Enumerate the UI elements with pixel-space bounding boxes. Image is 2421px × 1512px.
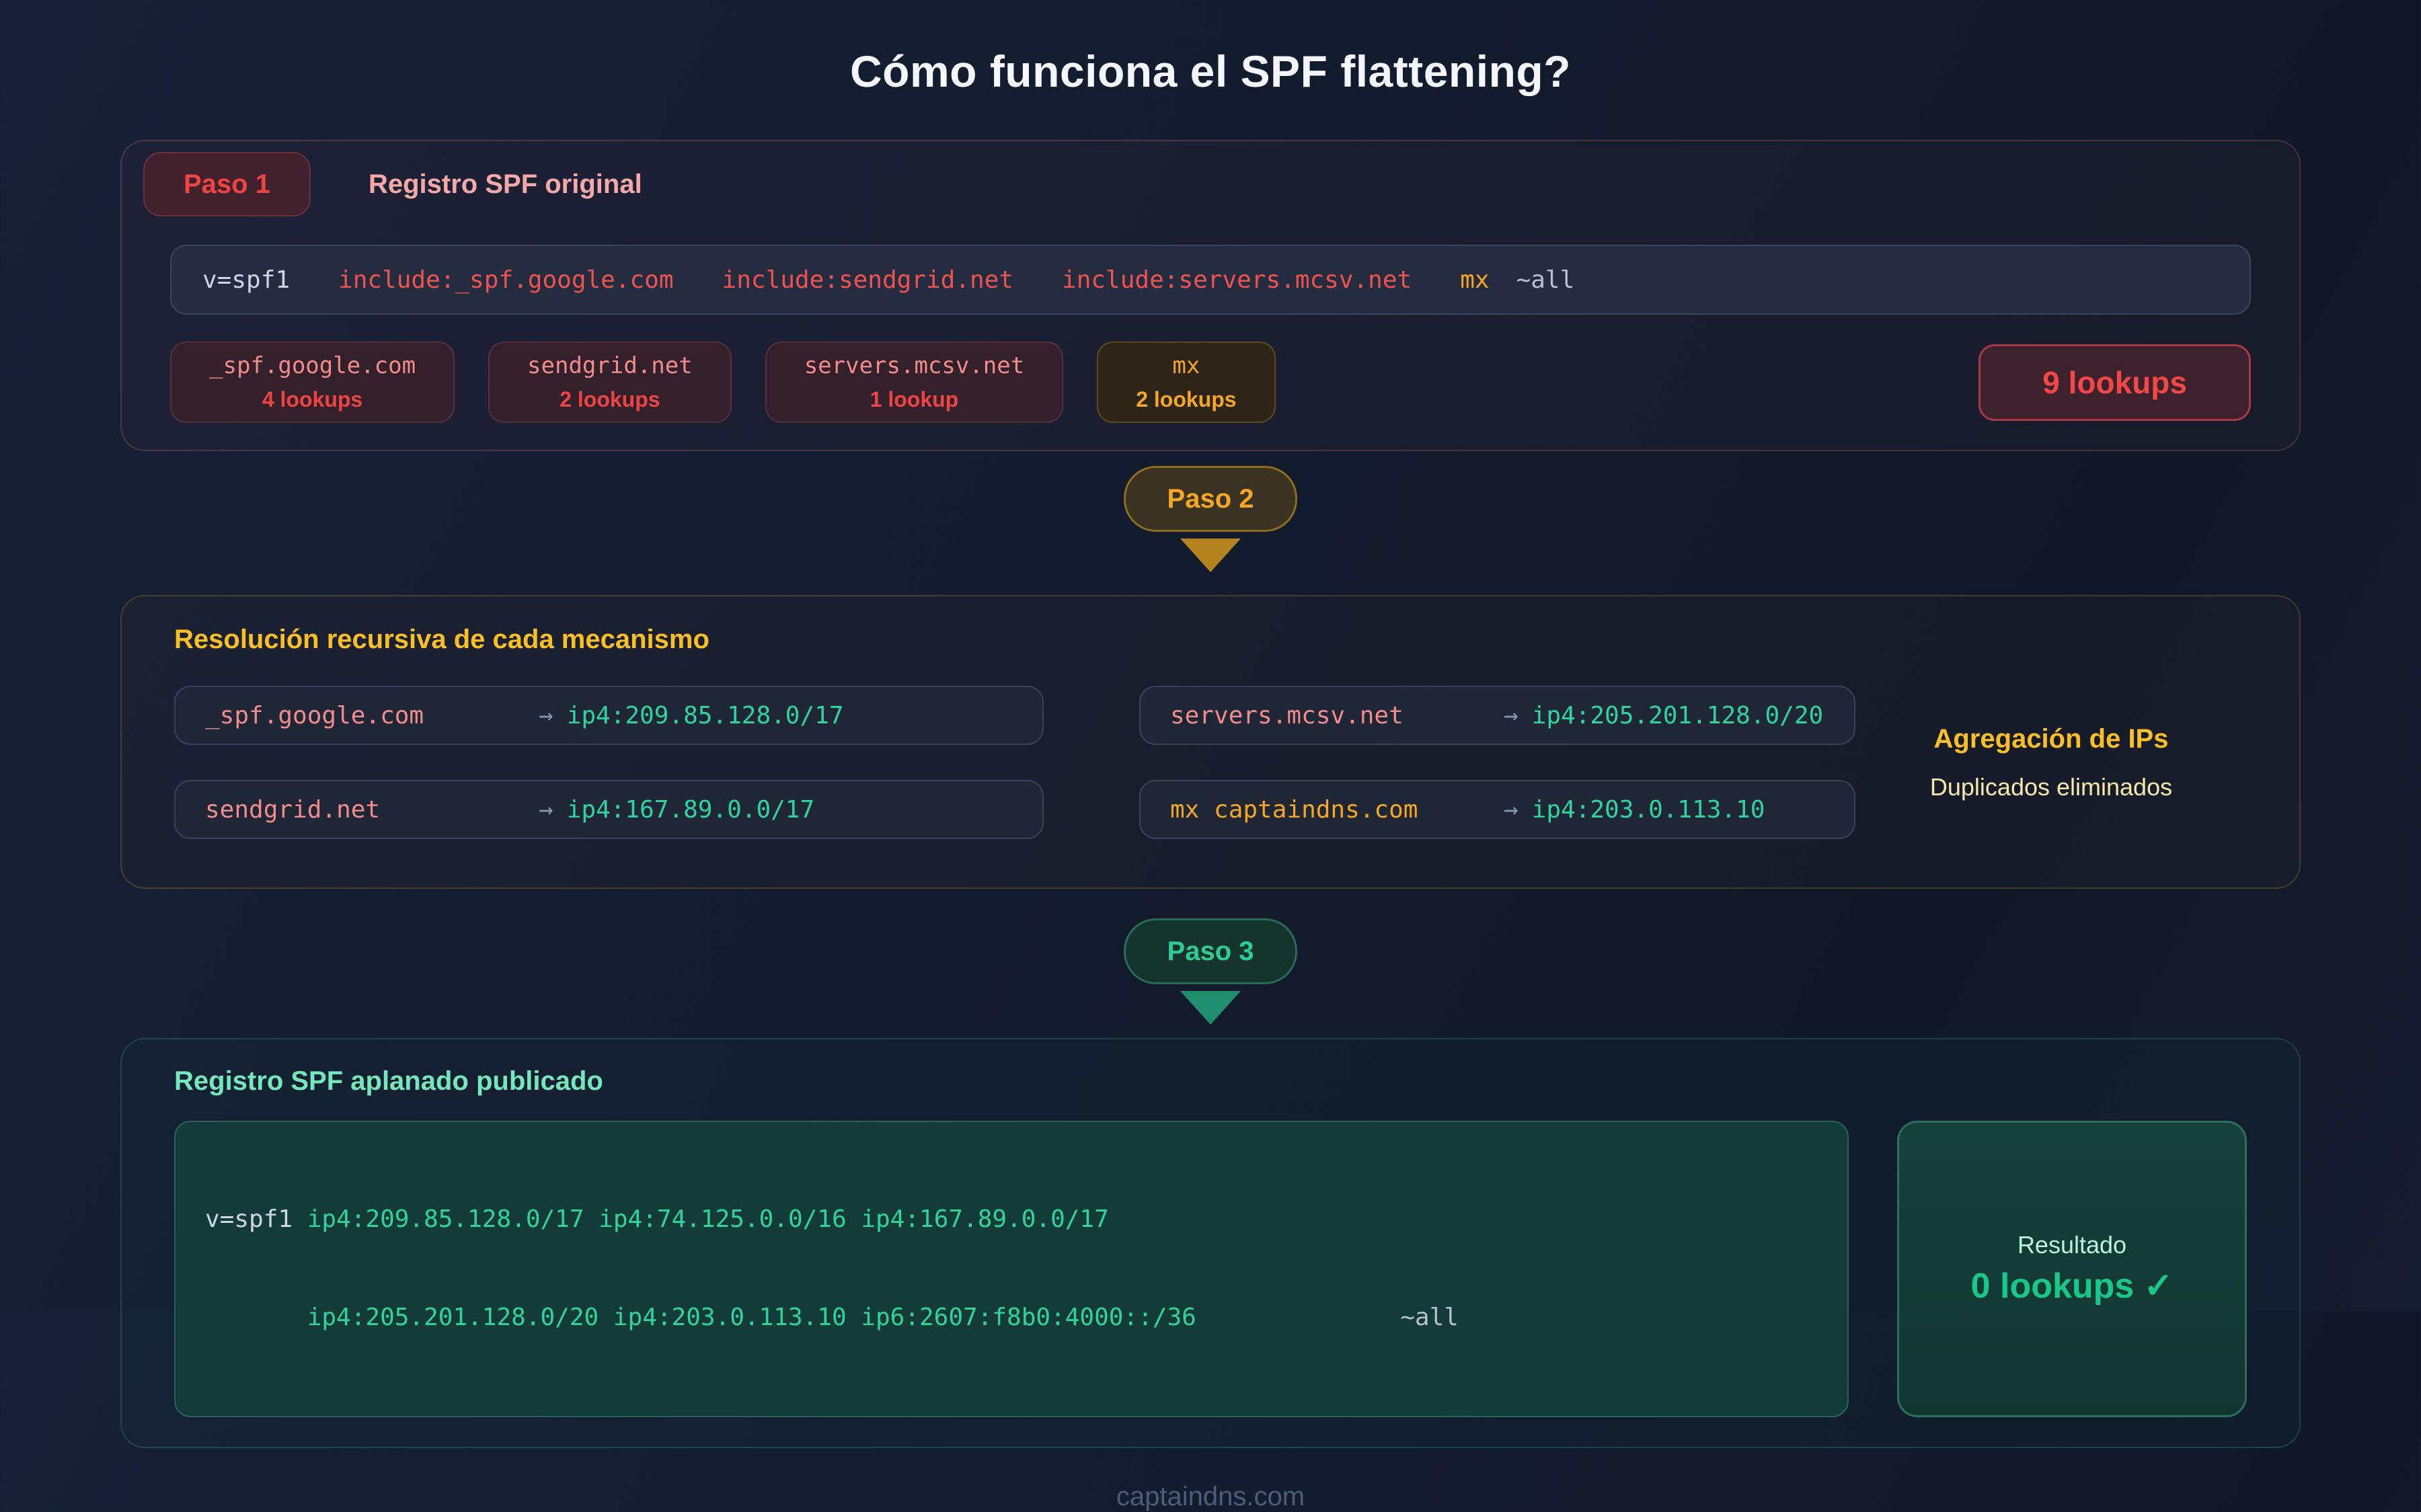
step3-heading: Registro SPF aplanado publicado [174,1066,603,1096]
spf-flattening-infographic: Cómo funciona el SPF flattening? Paso 1 … [120,0,2301,1512]
chip-lookup-count: 4 lookups [262,387,363,411]
resolution-row: sendgrid.net → ip4:167.89.0.0/17 [174,780,1044,839]
flattened-record-line1: v=spf1 ip4:209.85.128.0/17 ip4:74.125.0.0… [205,1203,1818,1236]
resolution-source: sendgrid.net [205,795,381,824]
step3-content-row: v=spf1 ip4:209.85.128.0/17 ip4:74.125.0.0… [174,1121,2247,1417]
resolution-result: ip4:205.201.128.0/20 [1531,701,1824,729]
lookup-chip: _spf.google.com 4 lookups [170,342,455,423]
step1-panel: Paso 1 Registro SPF original v=spf1 incl… [120,140,2301,451]
step2-panel: Resolución recursiva de cada mecanismo _… [120,595,2301,889]
result-badge: Resultado 0 lookups ✓ [1897,1121,2247,1417]
lookup-chips-row: _spf.google.com 4 lookups sendgrid.net 2… [170,342,2251,423]
spf-original-record: v=spf1 include:_spf.google.com include:s… [170,245,2251,315]
spf-all-token: ~all [1400,1303,1459,1331]
flattened-ips-line2: ip4:205.201.128.0/20 ip4:203.0.113.10 ip… [307,1303,1196,1331]
step1-heading: Registro SPF original [368,169,642,199]
spf-mechanism-token: include:_spf.google.com [338,266,674,294]
arrow-right-icon: → [539,701,553,729]
total-lookups-badge: 9 lookups [1978,344,2251,421]
spf-mechanism-token: ~all [1516,266,1575,294]
flattened-record-line2: ip4:205.201.128.0/20 ip4:203.0.113.10 ip… [205,1302,1818,1335]
spf-mechanism-token: include:servers.mcsv.net [1062,266,1412,294]
spf-mechanism-token: include:sendgrid.net [722,266,1014,294]
resolution-source: servers.mcsv.net [1170,701,1404,729]
arrow-down-icon [1180,539,1241,572]
spf-version-token: v=spf1 [205,1205,293,1234]
aggregation-title: Agregación de IPs [1933,723,2169,754]
result-label: Resultado [2017,1231,2127,1259]
lookup-chip: mx 2 lookups [1097,342,1276,423]
lookup-chip: servers.mcsv.net 1 lookup [765,342,1064,423]
resolutions-grid: _spf.google.com → ip4:209.85.128.0/17 se… [174,686,1855,839]
arrow-right-icon: → [1504,795,1519,824]
chip-lookup-count: 2 lookups [1136,387,1237,411]
resolution-row: _spf.google.com → ip4:209.85.128.0/17 [174,686,1044,745]
step3-badge: Paso 3 [1123,918,1298,984]
resolution-source: mx captaindns.com [1170,795,1418,824]
chip-domain-label: servers.mcsv.net [804,352,1025,379]
step3-panel: Registro SPF aplanado publicado v=spf1 ip… [120,1038,2301,1448]
step3-connector: Paso 3 [120,889,2301,1025]
step2-heading: Resolución recursiva de cada mecanismo [174,625,709,654]
resolution-result: ip4:167.89.0.0/17 [566,795,815,824]
arrow-right-icon: → [539,795,553,824]
spf-version-token: v=spf1 [202,266,291,294]
arrow-down-icon [1180,991,1241,1025]
resolution-row: mx captaindns.com → ip4:203.0.113.10 [1139,780,1855,839]
arrow-right-icon: → [1504,701,1519,729]
chip-domain-label: _spf.google.com [209,352,416,379]
flattened-ips-line1: ip4:209.85.128.0/17 ip4:74.125.0.0/16 ip… [307,1205,1109,1234]
lookup-chip: sendgrid.net 2 lookups [488,342,732,423]
page-title: Cómo funciona el SPF flattening? [850,46,1571,96]
step1-header: Paso 1 Registro SPF original [143,152,2251,216]
step1-badge: Paso 1 [143,152,311,216]
step2-connector: Paso 2 [120,451,2301,572]
resolution-row: servers.mcsv.net → ip4:205.201.128.0/20 [1139,686,1855,745]
resolution-source: _spf.google.com [205,701,424,729]
spf-mechanism-token: mx [1460,266,1490,294]
aggregation-note: Agregación de IPs Duplicados eliminados [1855,724,2247,801]
resolution-result: ip4:209.85.128.0/17 [566,701,844,729]
spf-flattened-record: v=spf1 ip4:209.85.128.0/17 ip4:74.125.0.0… [174,1121,1849,1417]
step2-badge: Paso 2 [1123,466,1298,532]
aggregation-subtitle: Duplicados eliminados [1929,772,2173,801]
resolutions-area: _spf.google.com → ip4:209.85.128.0/17 se… [174,686,2247,839]
result-value: 0 lookups ✓ [1970,1267,2174,1306]
resolution-result: ip4:203.0.113.10 [1531,795,1765,824]
footer-brand: captaindns.com [1116,1481,1305,1511]
chip-domain-label: mx [1172,352,1200,379]
chip-lookup-count: 2 lookups [560,387,660,411]
chip-domain-label: sendgrid.net [527,352,693,379]
chip-lookup-count: 1 lookup [870,387,959,411]
